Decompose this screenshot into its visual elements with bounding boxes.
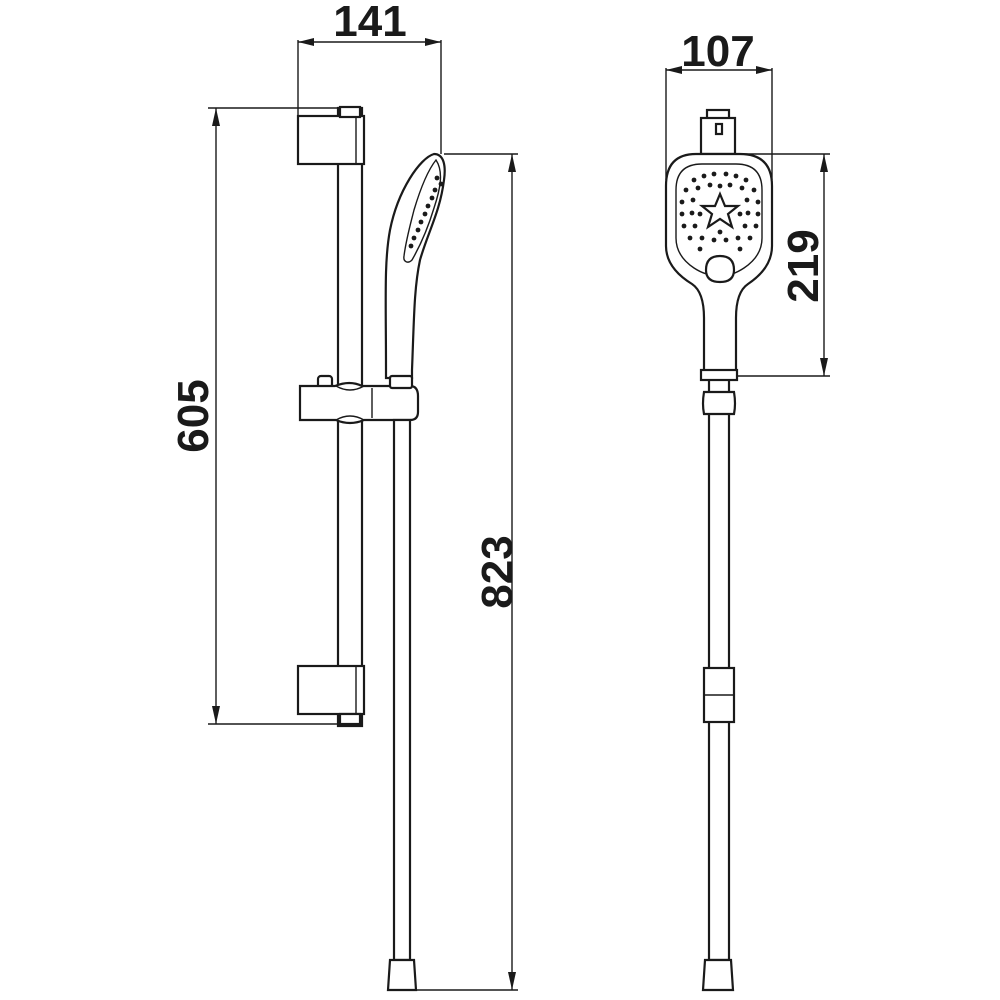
hand-shower-side	[384, 152, 446, 390]
bottom-wall-bracket	[296, 664, 366, 726]
dimension-label-141: 141	[333, 0, 406, 46]
dimension-label-605: 605	[169, 379, 218, 452]
front-view: 107 219	[664, 27, 830, 992]
hose-front	[701, 376, 737, 992]
hand-shower-front	[664, 152, 774, 382]
spray-toggle-button	[704, 254, 736, 284]
dimension-823: 823	[416, 153, 522, 991]
dimension-label-107: 107	[681, 27, 754, 76]
dimension-141: 141	[297, 0, 442, 154]
dimension-107: 107	[665, 27, 773, 180]
dimension-605: 605	[169, 107, 340, 725]
sliding-holder	[298, 374, 420, 425]
side-view: 141 605 823	[169, 0, 522, 992]
top-wall-bracket	[296, 105, 366, 166]
star-icon	[698, 191, 742, 230]
dimension-label-823: 823	[473, 535, 522, 608]
nozzle-dots	[408, 175, 444, 249]
dimension-219: 219	[737, 153, 830, 377]
top-connector	[699, 108, 737, 156]
hose-side	[386, 418, 418, 992]
spray-nozzles	[679, 171, 761, 252]
dimension-label-219: 219	[779, 229, 828, 302]
